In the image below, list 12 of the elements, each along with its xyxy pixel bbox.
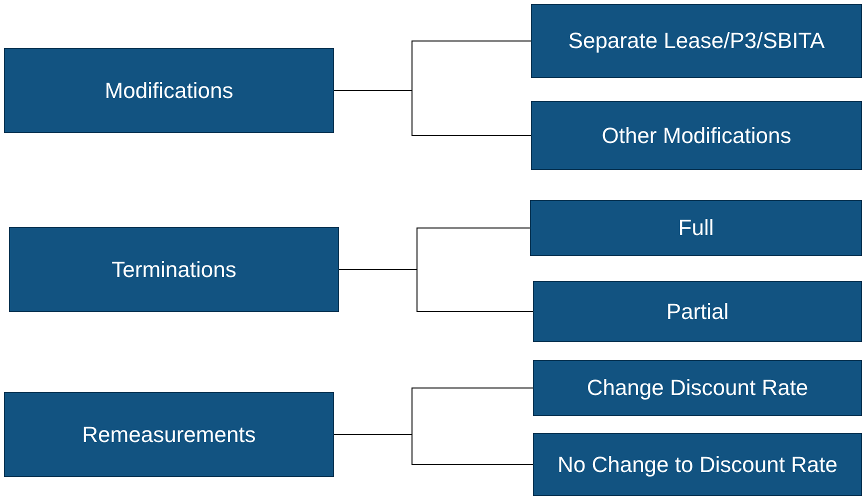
category-box: Change Discount Rate	[533, 360, 862, 416]
category-box: Full	[530, 200, 862, 256]
category-box: Terminations	[9, 227, 339, 312]
category-box: Modifications	[4, 48, 334, 133]
connector-line	[334, 90, 532, 136]
category-box: Partial	[533, 281, 862, 342]
category-box: Other Modifications	[531, 101, 862, 170]
category-box: Remeasurements	[4, 392, 334, 477]
connector-line	[334, 434, 534, 465]
connector-line	[338, 269, 534, 312]
category-box: Separate Lease/P3/SBITA	[531, 4, 862, 78]
category-box: No Change to Discount Rate	[533, 433, 862, 496]
